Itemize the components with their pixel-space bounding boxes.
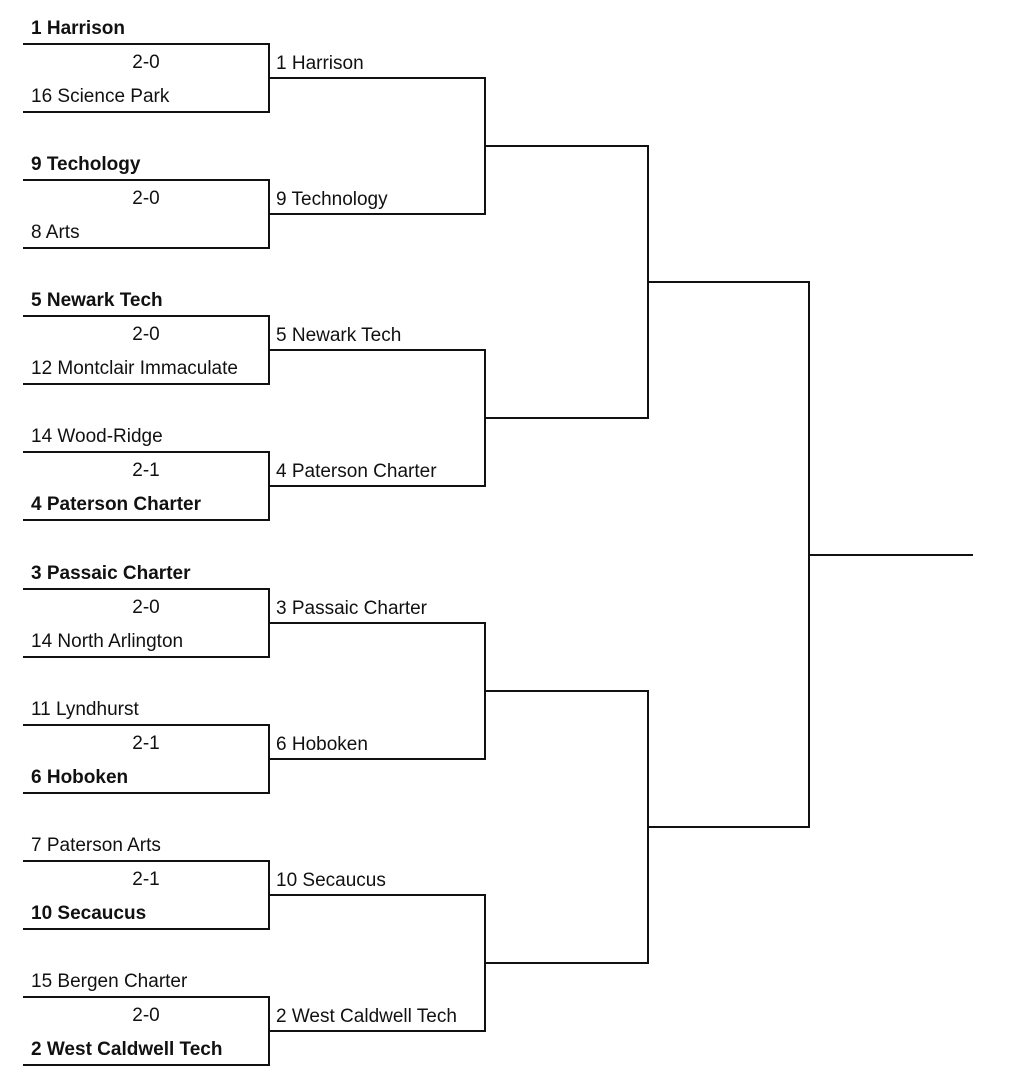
match-score: 2-1 xyxy=(132,733,160,754)
team-name: 4 Paterson Charter xyxy=(31,494,202,515)
advanced-team-name: 2 West Caldwell Tech xyxy=(276,1006,457,1027)
match-score: 2-0 xyxy=(132,1005,160,1026)
match-bottom-line xyxy=(23,928,270,930)
match-bottom-line xyxy=(23,519,270,521)
match-score: 2-0 xyxy=(132,52,160,73)
team-name: 12 Montclair Immaculate xyxy=(31,358,238,379)
semifinal-line xyxy=(648,826,810,828)
match-bottom-line xyxy=(23,792,270,794)
advanced-team-name: 5 Newark Tech xyxy=(276,325,402,346)
match-bottom-line xyxy=(23,111,270,113)
advanced-team-name: 10 Secaucus xyxy=(276,870,386,891)
advanced-team-name: 6 Hoboken xyxy=(276,734,368,755)
match-top-line xyxy=(23,179,270,181)
match-top-line xyxy=(23,860,270,862)
round3-line xyxy=(485,417,649,419)
team-name: 9 Techology xyxy=(31,154,141,175)
round3-line xyxy=(485,690,649,692)
team-name: 14 North Arlington xyxy=(31,631,184,652)
team-name: 6 Hoboken xyxy=(31,767,129,788)
round3-line xyxy=(485,962,649,964)
team-name: 3 Passaic Charter xyxy=(31,563,191,584)
team-name: 15 Bergen Charter xyxy=(31,971,188,992)
team-name: 2 West Caldwell Tech xyxy=(31,1039,223,1060)
advance-line xyxy=(269,485,486,487)
team-name: 10 Secaucus xyxy=(31,903,147,924)
match-score: 2-0 xyxy=(132,324,160,345)
team-name: 16 Science Park xyxy=(31,86,170,107)
round3-line xyxy=(485,145,649,147)
team-name: 8 Arts xyxy=(31,222,80,243)
advance-line xyxy=(269,213,486,215)
match-bottom-line xyxy=(23,1064,270,1066)
team-name: 5 Newark Tech xyxy=(31,290,163,311)
advance-line xyxy=(269,622,486,624)
advance-line xyxy=(269,894,486,896)
semifinal-line xyxy=(648,281,810,283)
advance-line xyxy=(269,758,486,760)
match-score: 2-0 xyxy=(132,597,160,618)
match-score: 2-0 xyxy=(132,188,160,209)
match-top-line xyxy=(23,588,270,590)
advance-line xyxy=(269,1030,486,1032)
advance-line xyxy=(269,349,486,351)
match-top-line xyxy=(23,315,270,317)
advanced-team-name: 3 Passaic Charter xyxy=(276,598,428,619)
advanced-team-name: 1 Harrison xyxy=(276,53,364,74)
match-top-line xyxy=(23,43,270,45)
team-name: 1 Harrison xyxy=(31,18,125,39)
match-bottom-line xyxy=(23,656,270,658)
match-top-line xyxy=(23,996,270,998)
team-name: 14 Wood-Ridge xyxy=(31,426,163,447)
final-line xyxy=(809,553,973,556)
team-name: 11 Lyndhurst xyxy=(31,699,139,720)
match-bottom-line xyxy=(23,247,270,249)
match-score: 2-1 xyxy=(132,869,160,890)
match-top-line xyxy=(23,451,270,453)
team-name: 7 Paterson Arts xyxy=(31,835,161,856)
advance-line xyxy=(269,77,486,79)
advanced-team-name: 4 Paterson Charter xyxy=(276,461,437,482)
match-top-line xyxy=(23,724,270,726)
match-bottom-line xyxy=(23,383,270,385)
match-score: 2-1 xyxy=(132,460,160,481)
advanced-team-name: 9 Technology xyxy=(276,189,388,210)
